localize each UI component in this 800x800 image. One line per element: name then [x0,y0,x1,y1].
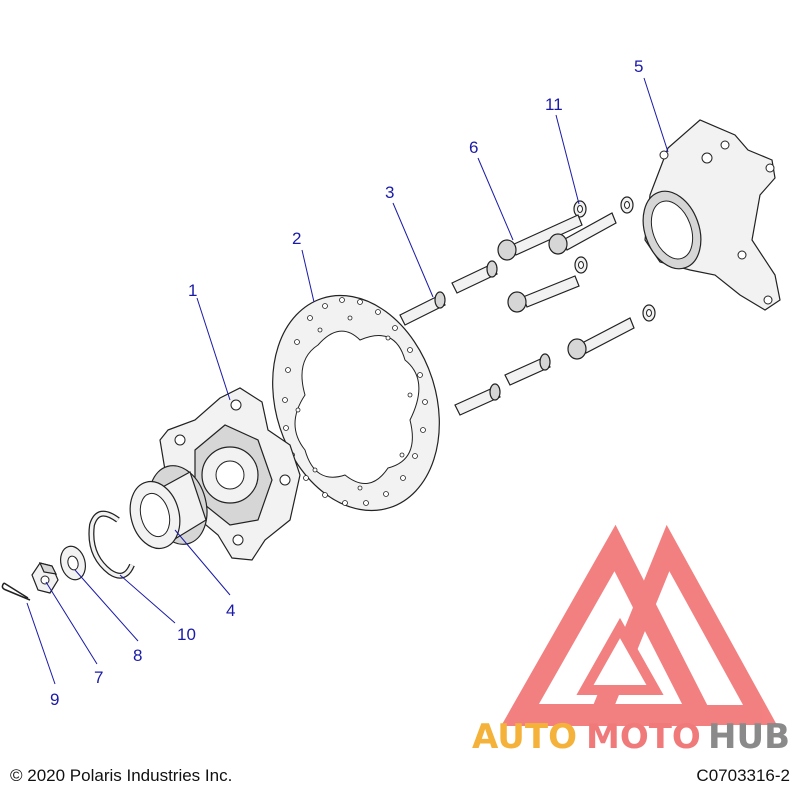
callout-1: 1 [188,281,197,300]
leader-4 [174,529,231,596]
callout-10: 10 [177,625,196,644]
callout-11: 11 [545,95,563,114]
leader-2 [301,249,315,303]
hub-part-1 [159,387,301,561]
callout-9: 9 [50,690,59,709]
castle-nut-part-7 [31,562,59,594]
leader-11 [555,114,580,205]
callout-7: 7 [94,668,103,687]
wheel-stud-part-3 [399,260,551,416]
leader-10 [119,574,176,624]
callout-4: 4 [226,601,235,620]
callout-3: 3 [385,183,394,202]
retaining-ring-part-10 [88,510,135,579]
leader-8 [74,569,139,642]
bearing-part-4 [129,465,208,550]
drawing-number: C0703316-2 [696,766,790,785]
callout-6: 6 [469,138,478,157]
leader-lines [26,77,669,685]
callout-5: 5 [634,57,643,76]
knuckle-part-5 [642,119,781,311]
leader-1 [196,297,231,401]
leader-6 [477,157,514,241]
watermark-word-moto: MOTO [586,717,701,757]
brake-rotor-part-2 [272,294,440,512]
callout-8: 8 [133,646,142,665]
watermark-word-hub: HUB [708,717,790,757]
washer-part-8 [60,545,86,581]
copyright-notice: © 2020 Polaris Industries Inc. [10,766,233,785]
washer-part-11 [573,196,656,322]
leader-3 [392,202,434,298]
watermark-word-auto: AUTO [472,717,577,757]
leader-5 [643,77,669,153]
callout-2: 2 [292,229,301,248]
leader-9 [26,602,56,685]
callout-numbers: 1 2 3 4 5 6 7 8 9 10 11 [50,57,643,709]
leader-7 [45,581,98,665]
watermark-logo [501,524,777,726]
cotter-pin-part-9 [1,582,31,601]
flange-bolt-part-6 [497,212,635,360]
